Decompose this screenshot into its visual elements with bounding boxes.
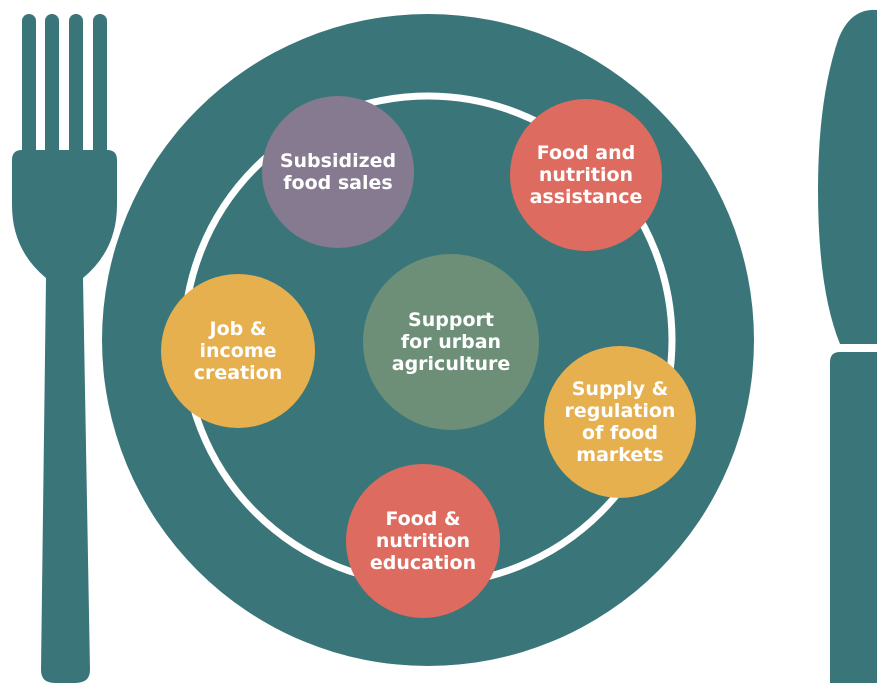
supply-regulation-markets-bubble: Supply & regulation of food markets: [544, 346, 696, 498]
job-income-creation-bubble: Job & income creation: [161, 274, 315, 428]
knife-icon: [818, 9, 877, 683]
subsidized-food-sales-bubble: Subsidized food sales: [262, 96, 414, 248]
food-nutrition-education-bubble: Food & nutrition education: [346, 464, 500, 618]
food-nutrition-assistance-bubble: Food and nutrition assistance: [510, 99, 662, 251]
fork-icon: [12, 14, 117, 683]
urban-agriculture-bubble: Support for urban agriculture: [363, 254, 539, 430]
